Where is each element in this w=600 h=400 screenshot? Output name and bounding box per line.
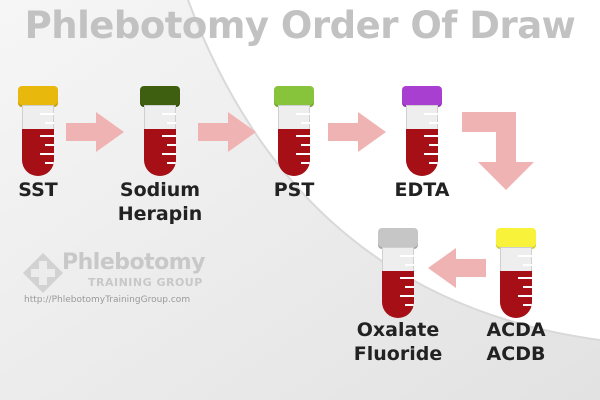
label-line: PST	[273, 179, 315, 201]
tube-mark	[45, 162, 54, 164]
tube-mark	[523, 286, 532, 288]
tube-mark	[40, 135, 54, 137]
arrow-right-icon	[198, 112, 256, 152]
tube-edta	[402, 86, 442, 176]
tube-mark	[518, 277, 532, 279]
tube-mark	[424, 135, 438, 137]
tube-mark	[167, 144, 176, 146]
label-line: SST	[18, 179, 58, 201]
tube-mark	[162, 135, 176, 137]
tube-mark	[429, 144, 438, 146]
tube-mark	[301, 162, 310, 164]
tube-mark	[167, 162, 176, 164]
tube-mark	[424, 113, 438, 115]
logo-subtitle: TRAINING GROUP	[88, 276, 203, 289]
tube-blood	[22, 129, 54, 176]
tube-mark	[45, 144, 54, 146]
step-label-acda-acdb: ACDA ACDB	[470, 318, 562, 366]
tube-blood	[278, 129, 310, 176]
tube-mark	[523, 264, 532, 266]
tube-body	[382, 247, 414, 318]
tube-mark	[40, 153, 54, 155]
label-line: EDTA	[394, 179, 450, 201]
label-line: Oxalate	[356, 319, 440, 341]
tube-mark	[296, 153, 310, 155]
arrow-right-icon	[66, 112, 124, 152]
logo-wordmark: Phlebotomy	[62, 250, 206, 275]
tube-blood	[500, 271, 532, 318]
page-title: Phlebotomy Order Of Draw	[24, 4, 576, 47]
tube-mark	[301, 122, 310, 124]
tube-blood	[382, 271, 414, 318]
step-label-sodium-herapin: Sodium Herapin	[110, 178, 210, 226]
tube-blood	[144, 129, 176, 176]
tube-mark	[518, 255, 532, 257]
tube-body	[144, 105, 176, 176]
tube-mark	[400, 277, 414, 279]
logo-url: http://PhlebotomyTrainingGroup.com	[24, 295, 191, 305]
tube-pst	[274, 86, 314, 176]
tube-body	[500, 247, 532, 318]
tube-blood	[406, 129, 438, 176]
tube-mark	[405, 264, 414, 266]
arrow-turn-down-icon	[462, 112, 534, 190]
tube-mark	[405, 304, 414, 306]
tube-mark	[400, 295, 414, 297]
label-line: ACDB	[486, 343, 546, 365]
tube-mark	[424, 153, 438, 155]
label-line: Sodium	[119, 179, 201, 201]
tube-mark	[162, 113, 176, 115]
label-line: ACDA	[486, 319, 546, 341]
step-label-pst: PST	[256, 178, 332, 202]
tube-mark	[523, 304, 532, 306]
tube-cap	[140, 86, 180, 107]
tube-cap	[274, 86, 314, 107]
tube-mark	[429, 162, 438, 164]
tube-mark	[162, 153, 176, 155]
tube-mark	[429, 122, 438, 124]
tube-mark	[301, 144, 310, 146]
arrow-left-icon	[428, 248, 486, 288]
label-line: Fluoride	[353, 343, 443, 365]
tube-body	[278, 105, 310, 176]
arrow-right-icon	[328, 112, 386, 152]
tube-mark	[45, 122, 54, 124]
tube-acda-acdb	[496, 228, 536, 318]
tube-sst	[18, 86, 58, 176]
tube-mark	[405, 286, 414, 288]
tube-body	[22, 105, 54, 176]
tube-cap	[402, 86, 442, 107]
tube-mark	[400, 255, 414, 257]
tube-mark	[167, 122, 176, 124]
tube-mark	[40, 113, 54, 115]
step-label-edta: EDTA	[382, 178, 462, 202]
tube-body	[406, 105, 438, 176]
tube-oxalate-fluoride	[378, 228, 418, 318]
tube-cap	[496, 228, 536, 249]
brand-logo: Phlebotomy TRAINING GROUP http://Phlebot…	[22, 248, 212, 308]
tube-mark	[296, 135, 310, 137]
tube-cap	[18, 86, 58, 107]
step-label-sst: SST	[0, 178, 76, 202]
tube-cap	[378, 228, 418, 249]
tube-mark	[518, 295, 532, 297]
tube-sodium-herapin	[140, 86, 180, 176]
label-line: Herapin	[117, 203, 203, 225]
step-label-oxalate-fluoride: Oxalate Fluoride	[348, 318, 448, 366]
diamond-cross-icon	[23, 253, 63, 293]
tube-mark	[296, 113, 310, 115]
